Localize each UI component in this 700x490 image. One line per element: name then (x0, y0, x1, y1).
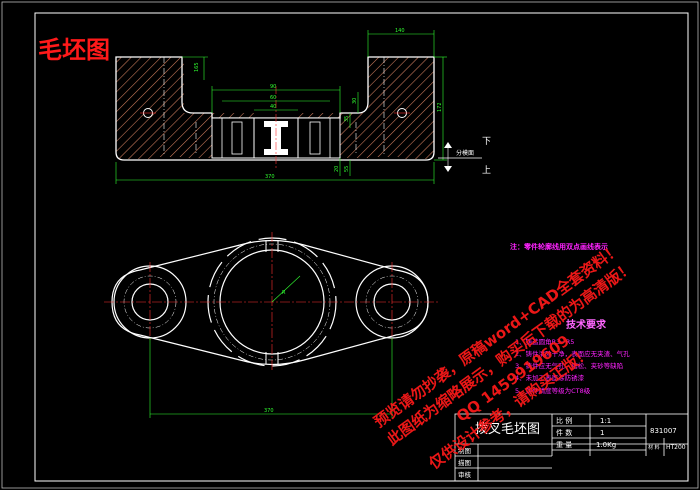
parting-surface-marker (438, 142, 482, 172)
plan-view-slots (265, 240, 279, 364)
tech-item-1: 1、铸造圆角R3~R5 (515, 337, 574, 346)
blank-drawing-stamp: 毛坯图 (38, 36, 110, 64)
dim-center-width: 40 (270, 104, 276, 110)
dim-right-height: 172 (437, 102, 443, 112)
front-section-view (115, 56, 435, 168)
label-down: 下 (482, 137, 491, 147)
title-weight-label: 重 量 (556, 441, 572, 449)
title-row-reviewer: 审核 (458, 470, 472, 479)
dim-right-small-1: 30 (352, 98, 358, 104)
tech-item-4: 4、未加工表面涂防锈漆 (515, 373, 585, 382)
watermark-line-1: 预览请勿抄袭，原稿word+CAD全套资料！ (371, 240, 624, 431)
dim-inner-width-2: 60 (270, 95, 276, 101)
title-drawing-number: 831007 (650, 427, 677, 435)
title-material-label: 材 料 (648, 444, 660, 451)
label-up: 上 (482, 165, 491, 176)
title-material-value: HT200 (666, 444, 686, 451)
title-count-value: 1 (600, 429, 604, 437)
contour-note: 注：零件轮廓线用双点画线表示 (510, 242, 608, 251)
tech-item-2: 2、铸件清除干净，表面应无夹渣、气孔 (515, 349, 630, 358)
plan-radius-leader (271, 275, 301, 303)
title-row-tracer: 描图 (458, 458, 471, 467)
dim-overall-top: 370 (265, 174, 275, 180)
dim-left-height: 165 (194, 62, 200, 72)
inner-frame (34, 12, 689, 482)
title-block (454, 413, 689, 482)
dim-top-width: 140 (395, 28, 405, 34)
dim-bottom-step-1: 20 (334, 166, 340, 172)
dim-bottom-step-2: 55 (344, 166, 350, 172)
label-parting-surface: 分模面 (456, 149, 474, 157)
dim-overall-plan: 370 (264, 408, 274, 414)
plan-dimensions (149, 338, 393, 418)
tech-item-3: 3、铸件应无气孔、缩松、夹砂等缺陷 (515, 361, 623, 370)
title-row-drafter: 制图 (458, 446, 471, 455)
title-drawing-name: 拨叉毛坯图 (475, 422, 540, 437)
title-count-label: 件 数 (556, 428, 572, 437)
title-weight-value: 1.0Kg (596, 441, 616, 449)
title-scale-value: 1:1 (600, 417, 611, 425)
plan-radius-label: R (282, 290, 286, 296)
dim-inner-width-1: 90 (270, 84, 276, 90)
dim-right-small-2: 35 (344, 116, 350, 122)
front-dimensions (115, 30, 447, 184)
tech-item-5: 5、铸件精度等级为CT8级 (515, 386, 591, 395)
title-scale-label: 比 例 (556, 416, 572, 425)
tech-heading: 技术要求 (566, 318, 607, 331)
technical-requirements: 技术要求 1、铸造圆角R3~R5 2、铸件清除干净，表面应无夹渣、气孔 3、铸件… (515, 318, 630, 395)
